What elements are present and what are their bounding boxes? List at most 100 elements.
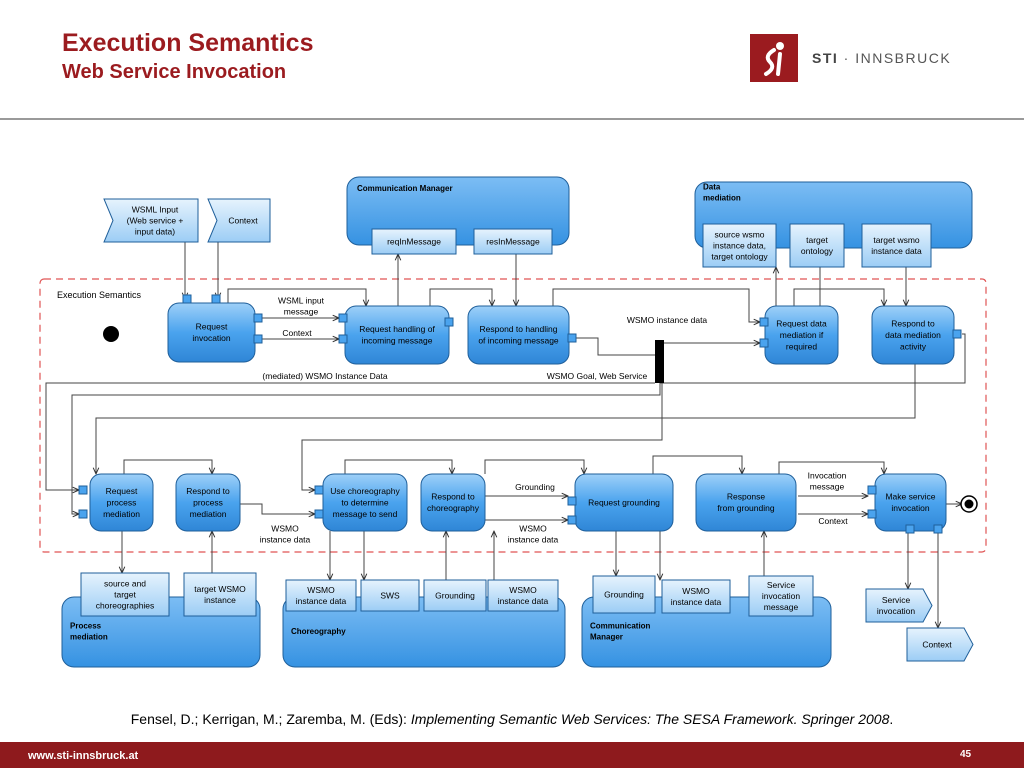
pin (933, 524, 943, 534)
pin (314, 509, 324, 519)
pin (338, 313, 348, 323)
edge-label: Grounding (515, 482, 555, 492)
choreo-grounding-box-label: Grounding (435, 590, 475, 600)
pin (182, 294, 192, 304)
execution-semantics-frame (39, 278, 987, 553)
edge-choreo-to-resp (344, 459, 452, 474)
context-output: Context (906, 627, 974, 662)
footer-url[interactable]: www.sti-innsbruck.at (28, 750, 139, 762)
pin (567, 496, 577, 506)
sti-logo-text: STI · INNSBRUCK (812, 50, 952, 66)
wsml-input-signal: WSML Input(Web service +input data) (103, 198, 199, 243)
slide-subtitle: Web Service Invocation (62, 60, 287, 83)
sws-box[interactable]: SWS (360, 579, 420, 612)
pin (211, 294, 221, 304)
comm-manager-top-panel: Communication Manager (346, 176, 570, 246)
pin (78, 485, 88, 495)
comm-manager-top-panel-title: Communication Manager (357, 184, 453, 193)
header-divider (0, 118, 1024, 120)
choreo-grounding-box[interactable]: Grounding (423, 579, 487, 612)
pin (952, 329, 962, 339)
pin (78, 509, 88, 519)
wsml-input-signal-label: WSML Input(Web service +input data) (127, 204, 184, 236)
pin (338, 334, 348, 344)
final-node-core (964, 499, 974, 509)
edge-rdm-to-respond (819, 288, 884, 306)
citation-book-title: Implementing Semantic Web Services: The … (410, 711, 890, 727)
context-output-label: Context (922, 639, 952, 649)
edge-to-bar (576, 337, 655, 356)
resinmessage-box[interactable]: resInMessage (473, 228, 553, 255)
pin (867, 509, 877, 519)
edge-wsmo-instance-data (552, 288, 760, 322)
citation-authors: Fensel, D.; Kerrigan, M.; Zaremba, M. (E… (130, 711, 411, 727)
pin (314, 485, 324, 495)
footer-bar: www.sti-innsbruck.at 45 (0, 742, 1024, 768)
fork-join-bar (655, 340, 664, 383)
edge-grounding-to-response (652, 455, 742, 474)
edge-mediated-to-rpm (45, 382, 655, 490)
edge-rdm-to-target (793, 267, 821, 306)
frame-label: Execution Semantics (57, 290, 142, 300)
edge-label: WSMO Goal, Web Service (547, 371, 648, 381)
edge-label: Context (818, 516, 848, 526)
reqinmessage-box[interactable]: reqInMessage (371, 228, 457, 255)
sti-logo: STI · INNSBRUCK (750, 34, 951, 82)
pin (905, 524, 915, 534)
citation-end: . (889, 711, 894, 727)
edge-response-to-make (778, 461, 884, 474)
edge-rh-to-resp (429, 288, 492, 306)
choreography-panel-title: Choreography (291, 627, 346, 636)
reqinmessage-box-label: reqInMessage (387, 236, 441, 246)
cm-grounding-box[interactable]: Grounding (592, 575, 656, 614)
pin (253, 334, 263, 344)
page-number: 45 (960, 749, 972, 760)
edge-label: WSMO instance data (627, 315, 708, 325)
activity-request-grounding[interactable]: Request grounding (574, 473, 674, 532)
edge-resp-to-grounding (484, 459, 584, 474)
activity-label-request-grounding: Request grounding (588, 497, 660, 507)
edge-label: (mediated) WSMO Instance Data (262, 371, 387, 381)
